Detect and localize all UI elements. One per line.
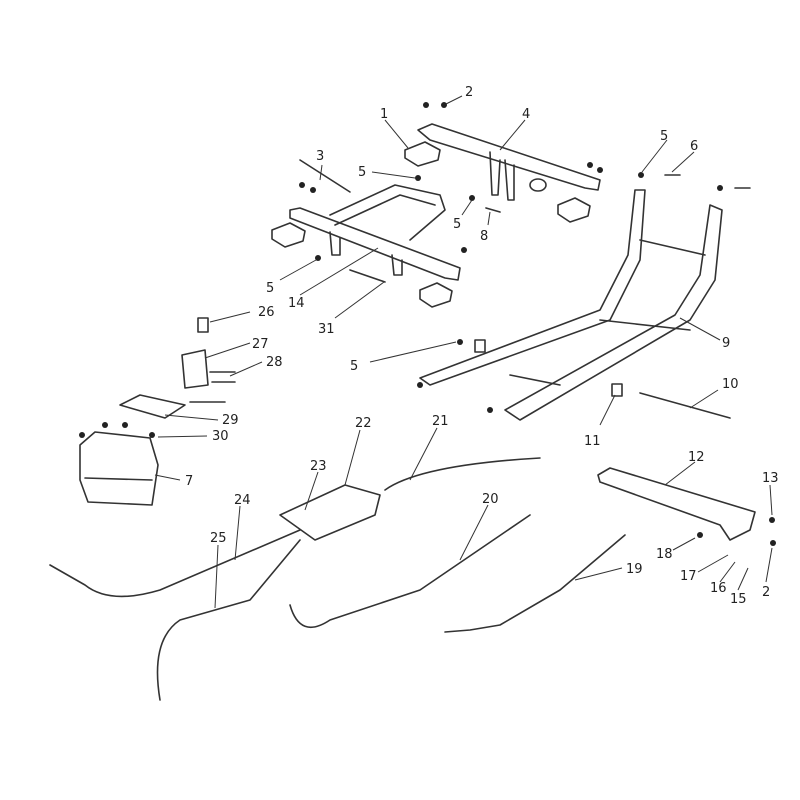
part-21-cable — [384, 457, 541, 491]
part-14-frame — [289, 159, 461, 281]
part-29-plate — [119, 394, 186, 419]
part-7-battery — [79, 431, 159, 506]
label: 18 — [656, 547, 673, 562]
label: 1 — [380, 107, 388, 122]
part-24-cable — [49, 529, 301, 598]
label: 3 — [316, 149, 324, 164]
label: 21 — [432, 414, 449, 429]
part-4-crossmember — [417, 123, 601, 201]
label: 5 — [358, 165, 366, 180]
label: 7 — [185, 474, 193, 489]
part-19-cable — [444, 534, 626, 633]
label: 25 — [210, 531, 227, 546]
label: 5 — [350, 359, 358, 374]
part-23-control-box — [279, 484, 381, 541]
part-labels: 1 2 4 3 5 5 6 5 8 5 14 31 26 27 28 5 9 1… — [185, 85, 779, 607]
cables — [49, 457, 626, 701]
label: 15 — [730, 592, 747, 607]
label: 24 — [234, 493, 251, 508]
label: 9 — [722, 336, 730, 351]
label: 14 — [288, 296, 305, 311]
label: 20 — [482, 492, 499, 507]
label: 5 — [660, 129, 668, 144]
label: 22 — [355, 416, 372, 431]
label: 17 — [680, 569, 697, 584]
label: 5 — [453, 217, 461, 232]
part-12-lever — [597, 467, 756, 541]
part-10-rod — [639, 392, 731, 419]
label: 26 — [258, 305, 275, 320]
label: 13 — [762, 471, 779, 486]
part-25-cable — [156, 539, 301, 701]
label: 2 — [762, 585, 770, 600]
label: 10 — [722, 377, 739, 392]
label: 4 — [522, 107, 530, 122]
leader-lines — [154, 95, 773, 609]
label: 6 — [690, 139, 698, 154]
label: 11 — [584, 434, 601, 449]
label: 19 — [626, 562, 643, 577]
label: 12 — [688, 450, 705, 465]
label: 16 — [710, 581, 727, 596]
label: 27 — [252, 337, 269, 352]
label: 2 — [465, 85, 473, 100]
part-20-cable — [289, 514, 531, 629]
label: 8 — [480, 229, 488, 244]
label: 30 — [212, 429, 229, 444]
label: 31 — [318, 322, 335, 337]
label: 28 — [266, 355, 283, 370]
label: 23 — [310, 459, 327, 474]
part-9-main-frame — [419, 189, 723, 421]
part-26-27-28-switch — [181, 317, 236, 403]
label: 29 — [222, 413, 239, 428]
fasteners — [79, 102, 776, 546]
label: 5 — [266, 281, 274, 296]
part-1-mount-block — [271, 141, 591, 308]
